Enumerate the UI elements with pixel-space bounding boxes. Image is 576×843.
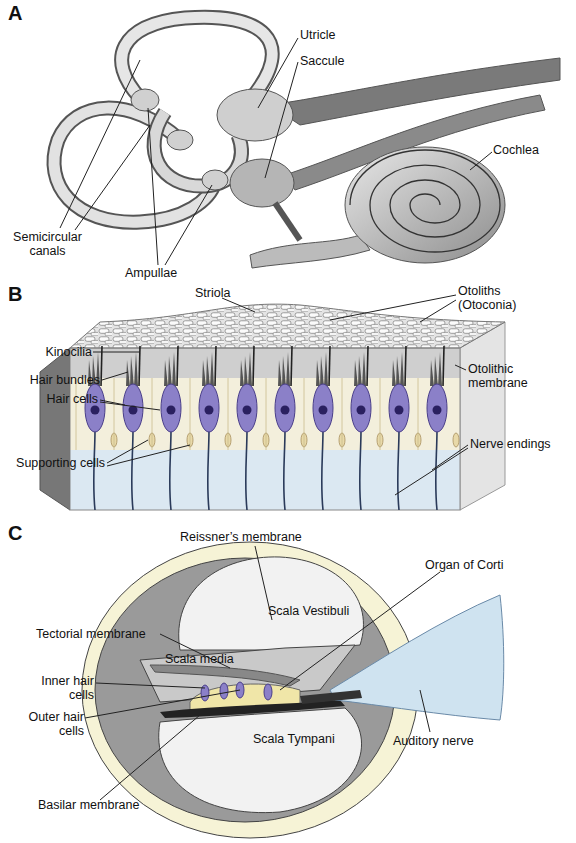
cochlea-shape (345, 147, 505, 263)
utricle-shape (217, 89, 293, 141)
leader-line (420, 300, 456, 322)
semicircular-canal (54, 108, 215, 222)
hair-cell (190, 346, 231, 510)
cochlear-duct (275, 203, 300, 240)
part-label: Auditory nerve (393, 734, 474, 748)
panel-letter: B (8, 283, 22, 305)
cochlea-cross-section (82, 542, 504, 838)
part-label: Hair bundles (14, 373, 100, 387)
part-label: Scala Tympani (253, 732, 335, 746)
cochlea-cross-section (220, 683, 228, 699)
leader-line (93, 352, 140, 353)
part-label: Utricle (300, 28, 335, 42)
leader-line (75, 125, 150, 230)
semicircular-canal (54, 108, 215, 222)
leader-line (395, 448, 468, 495)
leader-line (85, 690, 240, 718)
leader-line (470, 152, 492, 170)
part-label: Organ of Corti (425, 558, 504, 572)
leader-line (107, 440, 148, 463)
part-label: Ampullae (125, 266, 177, 280)
panel-letter: C (8, 522, 22, 544)
hair-cell (266, 346, 307, 510)
leader-line (258, 38, 298, 108)
part-label: Reissner’s membrane (180, 530, 302, 544)
hair-cell (228, 346, 269, 510)
leader-line (148, 108, 158, 265)
saccule-shape (230, 159, 294, 207)
leader-line (280, 572, 440, 690)
macula-block (460, 322, 505, 510)
hair-cell (76, 346, 117, 510)
part-label: Scala Vestibuli (268, 604, 349, 618)
leader-line (102, 372, 128, 380)
leader-line (165, 185, 212, 265)
leader-line (432, 445, 468, 470)
macula-block (40, 304, 505, 510)
part-label: Cochlea (493, 143, 539, 157)
ampulla (131, 89, 228, 190)
leader-line (96, 683, 205, 688)
cochlea-cross-section (330, 595, 504, 720)
panel-letter: A (8, 2, 22, 24)
part-label: Kinocilia (30, 345, 92, 359)
cochlea-shape (350, 150, 500, 252)
part-label: Scala media (165, 652, 234, 666)
leader-line (100, 402, 160, 410)
part-label: Striola (195, 286, 230, 300)
leader-line (60, 60, 140, 228)
semicircular-canal (122, 17, 273, 100)
part-label: Inner hair cells (36, 674, 94, 702)
leader-line (330, 295, 456, 320)
ampulla (131, 89, 159, 111)
macula-block (40, 348, 70, 510)
leader-line (420, 690, 430, 732)
hair-cell (76, 346, 459, 510)
leader-line (60, 38, 492, 800)
leader-line (265, 62, 298, 178)
semicircular-canal (122, 17, 273, 100)
cochlea-cross-section (264, 684, 272, 700)
macula-block (70, 304, 505, 348)
leader-line (455, 365, 466, 370)
ampulla (202, 170, 228, 190)
part-label: Supporting cells (4, 456, 105, 470)
hair-cell (304, 346, 345, 510)
part-label: Saccule (300, 54, 344, 68)
hair-cell (418, 346, 459, 510)
cochlea-shape (345, 147, 505, 263)
hair-cell (152, 346, 193, 510)
part-label: Basilar membrane (38, 798, 139, 812)
part-label: Otolithic membrane (468, 362, 576, 390)
hair-cell (380, 346, 421, 510)
part-label: Otoliths (Otoconia) (458, 284, 558, 312)
leader-line (100, 715, 200, 800)
cochlea-cross-section (300, 690, 362, 704)
hair-cell (114, 346, 155, 510)
leader-line (107, 445, 190, 466)
cochlea-cross-section (179, 557, 364, 650)
part-label: Tectorial membrane (36, 627, 146, 641)
cochlear-duct (250, 235, 370, 268)
part-label: Semicircular canals (5, 230, 90, 258)
ampulla (167, 130, 193, 150)
leader-line (222, 298, 255, 312)
part-label: Outer hair cells (26, 710, 84, 738)
hair-cell (342, 346, 383, 510)
part-label: Nerve endings (470, 437, 551, 451)
part-label: Hair cells (26, 392, 98, 406)
macula-block (70, 450, 460, 510)
